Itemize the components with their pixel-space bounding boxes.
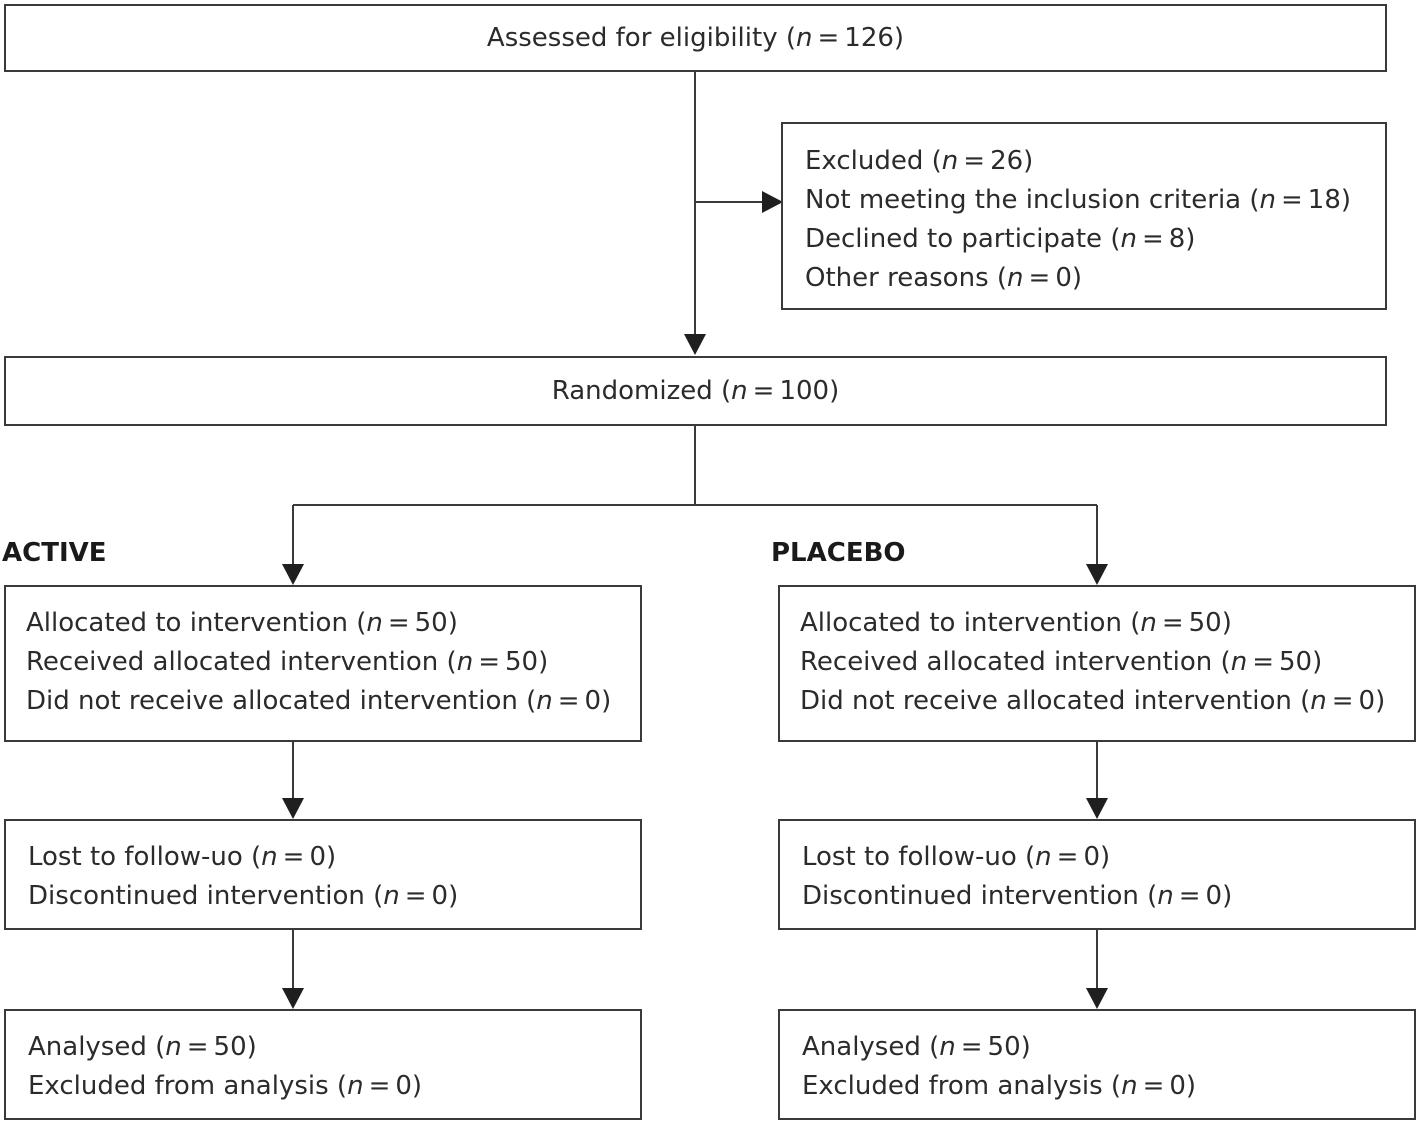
discontinued-line: Discontinued intervention (n=0) xyxy=(802,881,1233,911)
arm-label-active: ACTIVE xyxy=(2,538,107,568)
received-line: Received allocated intervention (n=50) xyxy=(800,647,1323,677)
arm-label-placebo: PLACEBO xyxy=(771,538,906,568)
active-followup-box: Lost to follow-uo (n=0) Discontinued int… xyxy=(4,819,642,930)
lost-to-followup-line: Lost to follow-uo (n=0) xyxy=(802,842,1111,872)
allocated-line: Allocated to intervention (n=50) xyxy=(800,608,1232,638)
placebo-analysis-box: Analysed (n=50) Excluded from analysis (… xyxy=(778,1009,1416,1120)
excluded-total: Excluded (n=26) xyxy=(805,146,1034,176)
excluded-not-meeting-criteria: Not meeting the inclusion criteria (n=18… xyxy=(805,185,1352,215)
analysed-line: Analysed (n=50) xyxy=(28,1032,257,1062)
randomized-text: Randomized (n=100) xyxy=(551,376,840,406)
excluded-box: Excluded (n=26) Not meeting the inclusio… xyxy=(781,122,1387,310)
placebo-allocation-box: Allocated to intervention (n=50) Receive… xyxy=(778,585,1416,742)
excluded-from-analysis-line: Excluded from analysis (n=0) xyxy=(802,1071,1197,1101)
active-allocation-box: Allocated to intervention (n=50) Receive… xyxy=(4,585,642,742)
not-received-line: Did not receive allocated intervention (… xyxy=(26,686,612,716)
randomized-box: Randomized (n=100) xyxy=(4,356,1387,426)
allocated-line: Allocated to intervention (n=50) xyxy=(26,608,458,638)
active-analysis-box: Analysed (n=50) Excluded from analysis (… xyxy=(4,1009,642,1120)
placebo-followup-box: Lost to follow-uo (n=0) Discontinued int… xyxy=(778,819,1416,930)
excluded-other-reasons: Other reasons (n=0) xyxy=(805,263,1083,293)
assessed-box: Assessed for eligibility (n=126) xyxy=(4,4,1387,72)
excluded-declined: Declined to participate (n=8) xyxy=(805,224,1196,254)
not-received-line: Did not receive allocated intervention (… xyxy=(800,686,1386,716)
lost-to-followup-line: Lost to follow-uo (n=0) xyxy=(28,842,337,872)
analysed-line: Analysed (n=50) xyxy=(802,1032,1031,1062)
received-line: Received allocated intervention (n=50) xyxy=(26,647,549,677)
discontinued-line: Discontinued intervention (n=0) xyxy=(28,881,459,911)
excluded-from-analysis-line: Excluded from analysis (n=0) xyxy=(28,1071,423,1101)
assessed-text: Assessed for eligibility (n=126) xyxy=(486,23,905,53)
